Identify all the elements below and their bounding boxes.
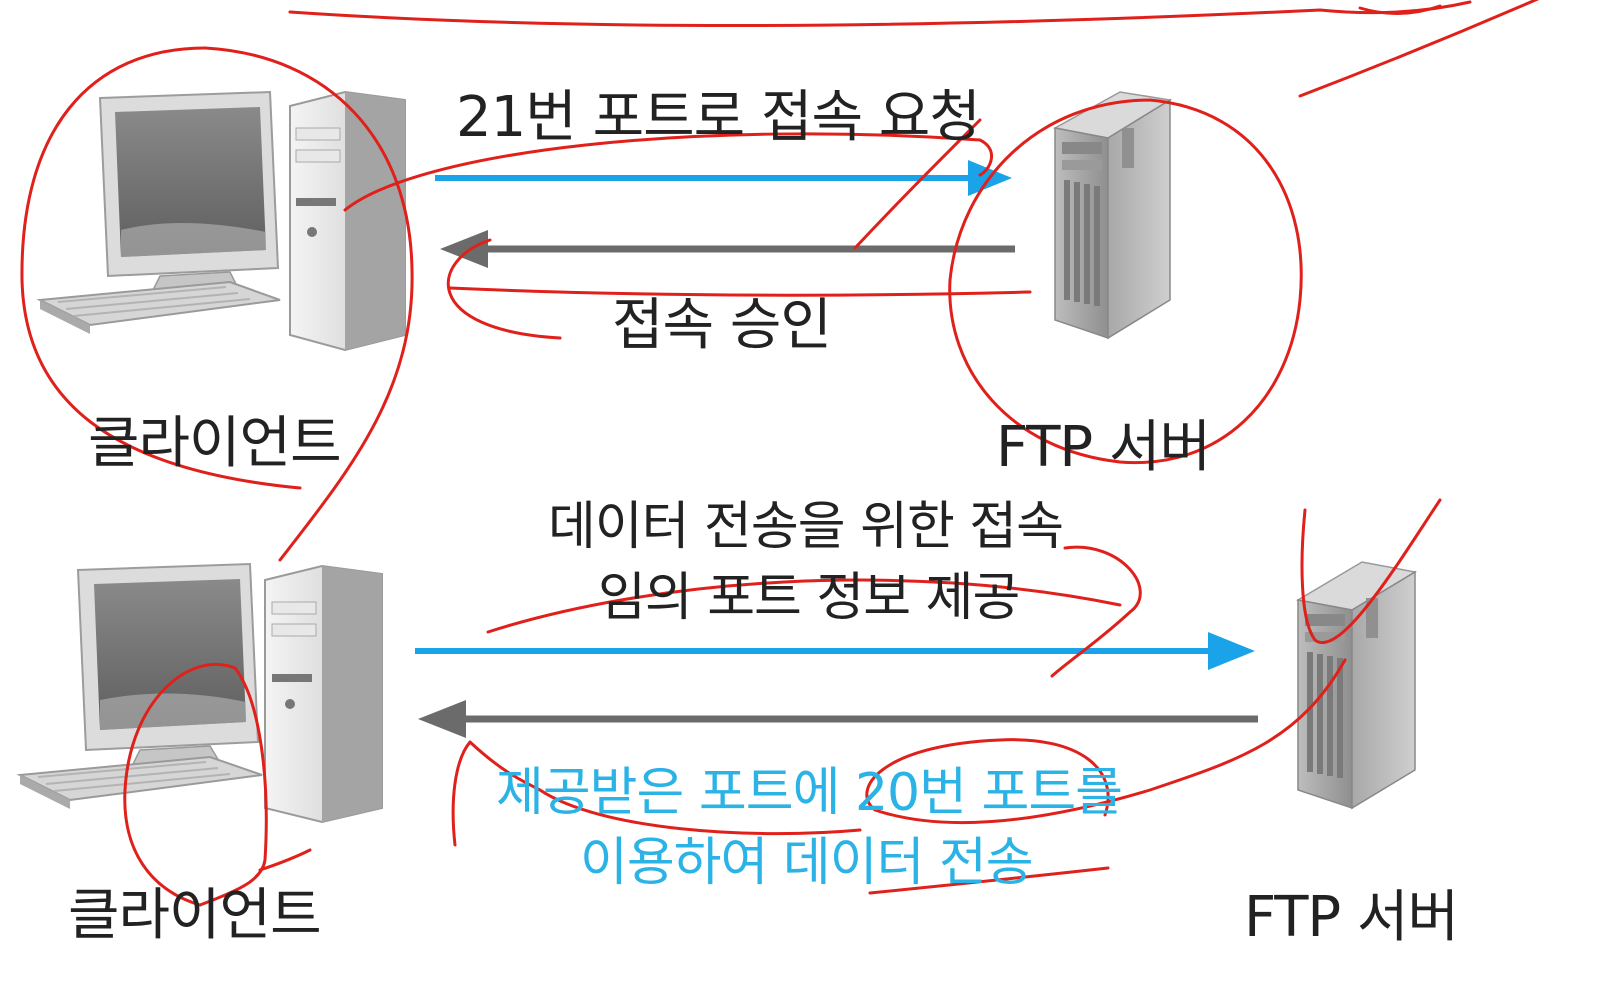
server-label-bottom: FTP 서버 (1244, 885, 1459, 950)
client-label-top: 클라이언트 (88, 411, 342, 476)
red-pen-annotations (20, 0, 1540, 907)
request-label: 21번 포트로 접속 요청 (456, 85, 981, 150)
client-computer-icon (36, 90, 406, 352)
server-label-top: FTP 서버 (996, 415, 1211, 480)
client-label-bottom: 클라이언트 (68, 883, 322, 948)
ftp-server-icon (1052, 91, 1173, 340)
data-transfer-arrow (418, 700, 1258, 738)
port-info-arrow (415, 632, 1255, 670)
port-info-line2: 임의 포트 정보 제공 (598, 568, 1020, 628)
ftp-server-icon (1295, 561, 1418, 810)
transfer-line1: 제공받은 포트에 20번 포트를 (496, 763, 1123, 823)
request-arrow (435, 160, 1012, 196)
port-info-line1: 데이터 전송을 위한 접속 (548, 497, 1064, 557)
ack-arrow (440, 230, 1015, 268)
ack-label: 접속 승인 (612, 293, 832, 358)
client-computer-icon (16, 562, 383, 824)
transfer-line2: 이용하여 데이터 전송 (580, 833, 1034, 893)
